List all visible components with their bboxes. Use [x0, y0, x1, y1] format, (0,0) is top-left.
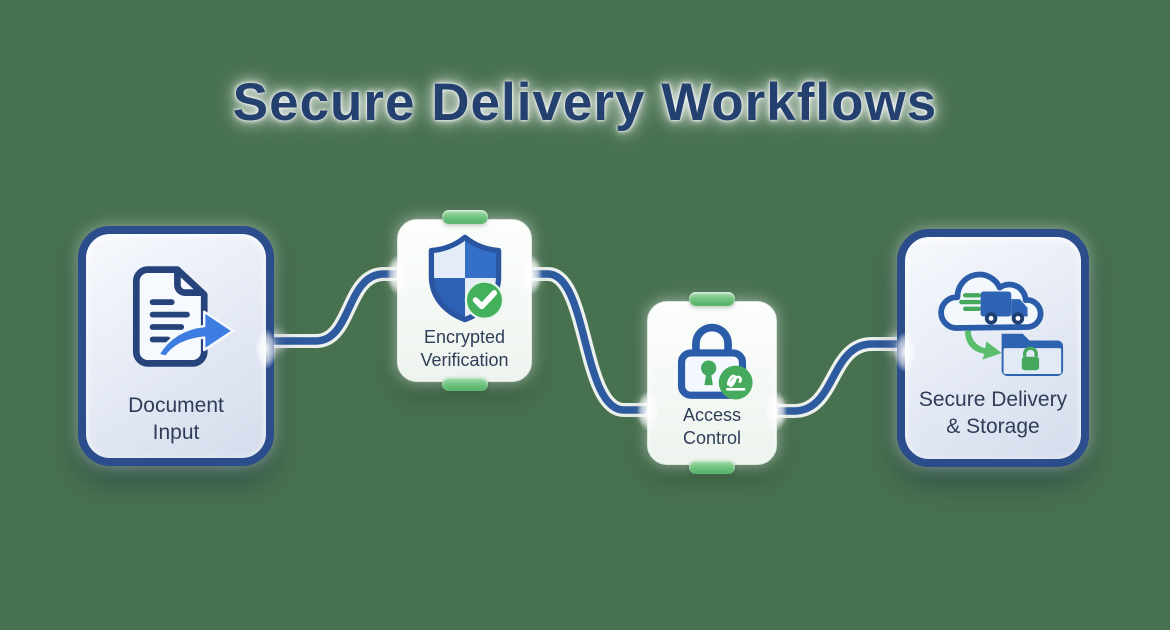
connection-joint	[637, 391, 659, 431]
connection-glow	[264, 264, 908, 421]
connection-joint	[255, 329, 277, 369]
document-export-icon	[132, 266, 235, 367]
connector-tab-top	[689, 292, 735, 306]
node-encrypted-verification: Encrypted Verification	[387, 210, 542, 391]
node-label: Access Control	[682, 405, 742, 449]
node-label: Document Input	[128, 394, 224, 445]
padlock-signature-icon	[677, 323, 753, 400]
shield-check-icon	[428, 234, 504, 323]
connector	[263, 267, 409, 348]
connector	[521, 267, 659, 417]
connector-tab-bottom	[441, 377, 488, 391]
connection-joint	[765, 391, 787, 431]
connection-joint	[387, 255, 409, 295]
page-title: Secure Delivery Workflows	[232, 73, 938, 132]
connector-tab-bottom	[689, 460, 735, 474]
connector-tab-top	[441, 210, 488, 224]
connection-joint	[520, 255, 542, 295]
connector	[769, 340, 906, 415]
node-label: Secure Delivery & Storage	[918, 388, 1068, 439]
cloud-truck-folder-icon	[938, 271, 1064, 376]
connector	[766, 337, 909, 418]
node-label: Encrypted Verification	[420, 327, 509, 371]
connector	[266, 270, 406, 345]
connection-joint	[894, 332, 916, 372]
node-access-control: Access Control	[637, 292, 787, 474]
node-secure-delivery-storage: Secure Delivery & Storage	[894, 229, 1089, 467]
node-document-input: Document Input	[78, 226, 277, 466]
connector	[524, 270, 656, 414]
